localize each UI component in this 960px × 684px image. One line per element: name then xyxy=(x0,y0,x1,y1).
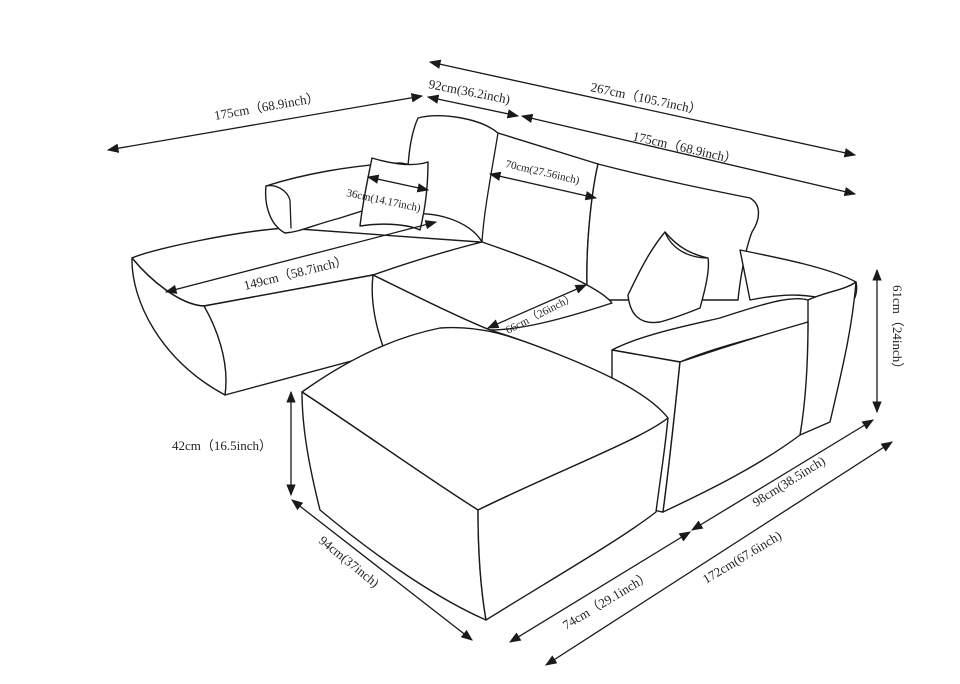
right-side-panel xyxy=(799,281,857,436)
arrow-sofa-length xyxy=(520,113,857,197)
label-total-length: 267cm（105.7inch） xyxy=(589,79,703,117)
arrow-ottoman-depth xyxy=(291,499,473,641)
arrow-seat-back-width xyxy=(488,171,598,201)
label-sofa-length: 175cm（68.9inch） xyxy=(631,128,738,167)
arrow-seat-depth xyxy=(486,284,588,329)
label-ottoman-height: 42cm（16.5inch） xyxy=(172,438,272,453)
arrow-chaise-length-top xyxy=(106,93,424,153)
arrow-total-depth xyxy=(545,441,893,666)
dimension-arrows xyxy=(106,59,893,666)
arrow-chaise-length-seat xyxy=(164,220,438,294)
label-ottoman-width: 74cm（29.1inch） xyxy=(560,568,653,632)
label-back-height: 61cm（24inch） xyxy=(890,285,905,375)
label-chaise-length-top: 175cm（68.9inch） xyxy=(213,90,321,123)
label-armrest-depth: 92cm(36.2inch) xyxy=(427,76,511,106)
arrow-pillow-width xyxy=(366,174,430,193)
